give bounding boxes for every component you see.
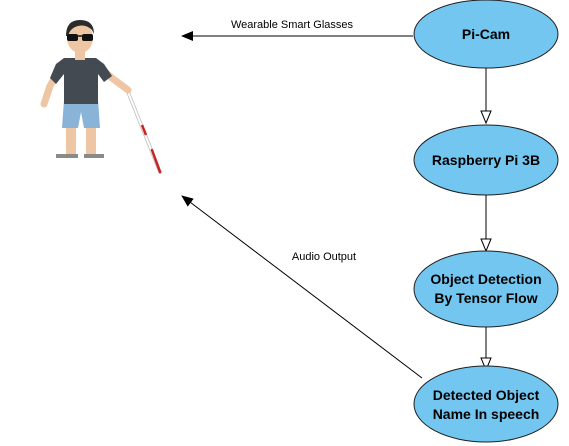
node-detection-label-line1: Object Detection [430,271,541,287]
node-picam-label: Pi-Cam [462,26,510,42]
head [67,23,93,53]
node-detection: Object Detection By Tensor Flow [413,250,559,328]
node-detection-label-line2: By Tensor Flow [434,290,537,306]
node-raspberry-label: Raspberry Pi 3B [432,152,540,168]
shorts [62,100,100,128]
left-leg [66,124,76,154]
sunglasses-icon [67,34,93,41]
node-speech: Detected Object Name In speech [413,365,559,443]
hair [66,20,94,36]
right-shoe [84,154,104,158]
right-leg [86,124,96,154]
blind-person-icon [40,20,162,174]
left-shoe [56,154,78,158]
node-speech-label-line1: Detected Object [433,387,540,403]
node-picam: Pi-Cam [413,0,559,69]
cane-band [140,124,148,136]
edge-label-glasses: Wearable Smart Glasses [231,19,354,31]
node-raspberry: Raspberry Pi 3B [413,124,559,196]
edge-label-audio: Audio Output [292,251,356,263]
edge-speech-to-person [181,195,423,379]
shirt [50,58,112,104]
node-speech-label-line2: Name In speech [433,406,540,422]
neck [75,50,85,60]
cane-tip [150,148,162,174]
